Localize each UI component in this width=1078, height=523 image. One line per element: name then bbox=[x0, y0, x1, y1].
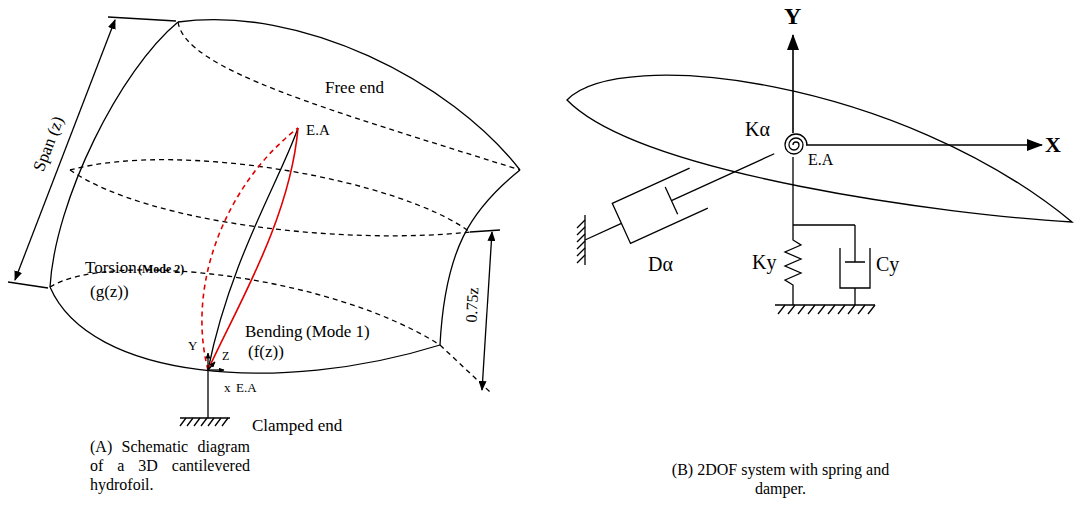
clamp-ground bbox=[180, 417, 230, 418]
x-axis-arrow bbox=[806, 144, 1042, 146]
mode-label: Torsion bbox=[85, 258, 137, 278]
ground-hatch bbox=[778, 305, 875, 314]
wall-hatch bbox=[577, 220, 585, 263]
mode-number: (Mode 1) bbox=[306, 322, 370, 342]
mode-function: (g(z)) bbox=[90, 282, 129, 302]
tip-hidden-outline bbox=[178, 22, 520, 170]
chord-dimension bbox=[482, 232, 492, 390]
mode-label: Bending bbox=[245, 322, 303, 342]
clamp-post bbox=[207, 370, 208, 418]
axis-label: Y bbox=[784, 2, 801, 31]
heave-damper-symbol bbox=[840, 225, 870, 305]
span-dimension bbox=[15, 20, 115, 280]
leading-edge bbox=[50, 22, 178, 287]
dimension-label: 0.75z bbox=[462, 287, 483, 323]
clamp-hatch bbox=[180, 418, 228, 426]
panel-caption: (A) Schematic diagram of a 3D cantilever… bbox=[90, 437, 250, 495]
y-axis-arrow bbox=[792, 35, 794, 133]
extension-line bbox=[440, 345, 490, 392]
damper-cylinder bbox=[612, 168, 708, 243]
axis-label: X bbox=[1045, 132, 1061, 158]
x-axis-arrow bbox=[208, 369, 224, 370]
edge-label: Free end bbox=[325, 78, 384, 98]
heave-spring-symbol bbox=[785, 225, 801, 305]
axis-label: E.A bbox=[236, 380, 257, 396]
torsion-damper-symbol bbox=[576, 134, 784, 260]
dimension-label: Span (z) bbox=[29, 114, 69, 175]
axis-label: Y bbox=[188, 338, 197, 354]
edge-label: Clamped end bbox=[252, 416, 342, 436]
airfoil-section bbox=[567, 75, 1072, 222]
damper-rod bbox=[585, 223, 621, 240]
root-hidden-outline bbox=[50, 270, 440, 345]
panel-caption: (B) 2DOF system with spring and damper. bbox=[668, 460, 893, 498]
damper-rod bbox=[671, 154, 774, 201]
stiffness-label: Kα bbox=[745, 117, 770, 141]
damping-label: Cy bbox=[876, 252, 899, 276]
axis-label: E.A bbox=[808, 150, 833, 169]
y-axis-arrow bbox=[207, 353, 208, 370]
mid-section-lower bbox=[70, 170, 470, 236]
trailing-edge bbox=[440, 170, 520, 345]
axis-label: Z bbox=[222, 349, 229, 363]
mid-section-upper bbox=[70, 160, 470, 232]
z-axis-arrow bbox=[208, 362, 215, 370]
extension-line bbox=[8, 282, 48, 288]
axis-label: E.A bbox=[306, 121, 330, 139]
torsion-spring-symbol bbox=[785, 134, 807, 154]
axis-label: x bbox=[224, 380, 231, 396]
extension-line bbox=[470, 230, 500, 232]
mode-function: (f(z)) bbox=[248, 342, 284, 362]
tip-outline bbox=[178, 20, 520, 170]
mode-number: (Mode 2) bbox=[138, 262, 184, 276]
damping-label: Dα bbox=[648, 252, 673, 276]
stiffness-label: Ky bbox=[752, 250, 776, 274]
extension-line bbox=[108, 17, 176, 21]
wall bbox=[584, 215, 585, 265]
